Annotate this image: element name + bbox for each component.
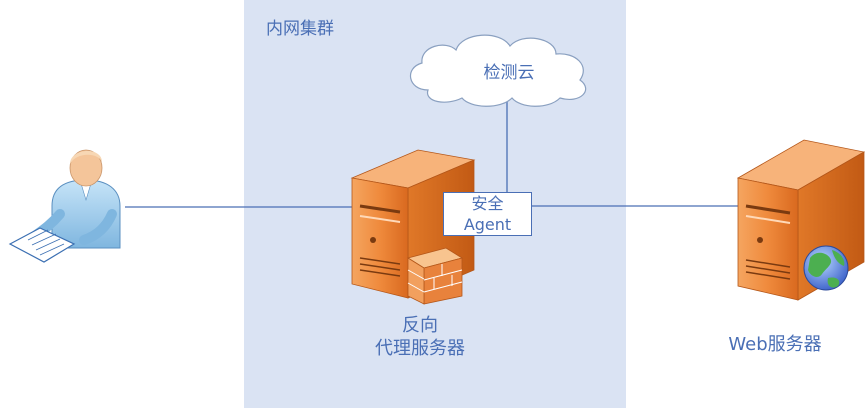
user-icon bbox=[8, 149, 121, 263]
globe-icon bbox=[803, 245, 849, 291]
cloud-label: 检测云 bbox=[483, 63, 535, 83]
proxy-server-label: 反向 代理服务器 bbox=[330, 314, 510, 360]
cloud-icon bbox=[410, 34, 587, 107]
security-agent-box: 安全 Agent bbox=[443, 192, 532, 236]
proxy-label-line-1: 反向 bbox=[402, 315, 438, 336]
proxy-label-line-2: 代理服务器 bbox=[375, 338, 465, 359]
firewall-icon bbox=[407, 247, 463, 305]
agent-line-1: 安全 bbox=[471, 194, 504, 213]
web-server-label: Web服务器 bbox=[728, 334, 822, 355]
zone-title: 内网集群 bbox=[266, 19, 334, 39]
agent-line-2: Agent bbox=[463, 215, 512, 234]
